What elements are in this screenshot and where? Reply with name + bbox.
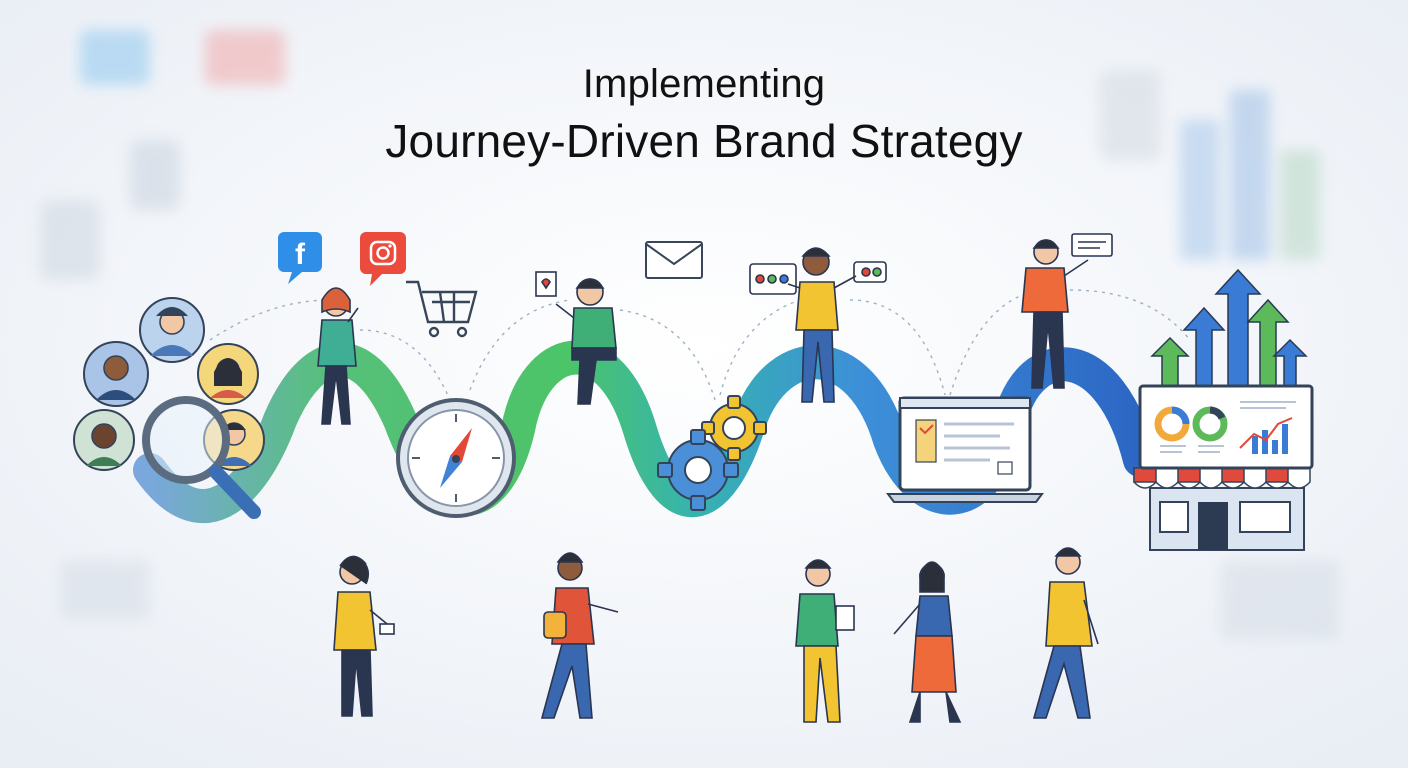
person-woman-ponytail — [333, 555, 395, 717]
person-man-boards — [749, 247, 887, 403]
person-man-walking — [1032, 547, 1099, 719]
title-line-2: Journey-Driven Brand Strategy — [385, 115, 1023, 167]
blurred-background — [40, 30, 1340, 640]
laptop-icon — [886, 396, 1044, 503]
gear-icon — [657, 395, 767, 511]
person-man-sitting — [535, 271, 617, 405]
person-woman-bag — [540, 552, 619, 719]
magnifying-glass-icon — [142, 396, 261, 519]
facebook-icon: f — [278, 232, 322, 284]
envelope-icon — [645, 241, 703, 279]
person-man-speech — [1021, 233, 1113, 389]
svg-text:f: f — [295, 238, 306, 271]
person-woman-phone — [317, 287, 359, 425]
storefront-icon — [1133, 467, 1311, 551]
title-line-1: Implementing — [582, 62, 826, 106]
dashboard-icon — [1138, 384, 1314, 470]
growth-arrows-icon — [1150, 268, 1308, 387]
dotted-guides — [209, 289, 1191, 401]
customer-avatars-icon — [73, 297, 265, 471]
compass-icon — [396, 398, 516, 518]
person-man-clipboard — [795, 559, 855, 723]
instagram-icon — [360, 232, 406, 286]
shopping-cart-icon — [406, 280, 478, 338]
person-woman-skirt — [893, 561, 962, 723]
